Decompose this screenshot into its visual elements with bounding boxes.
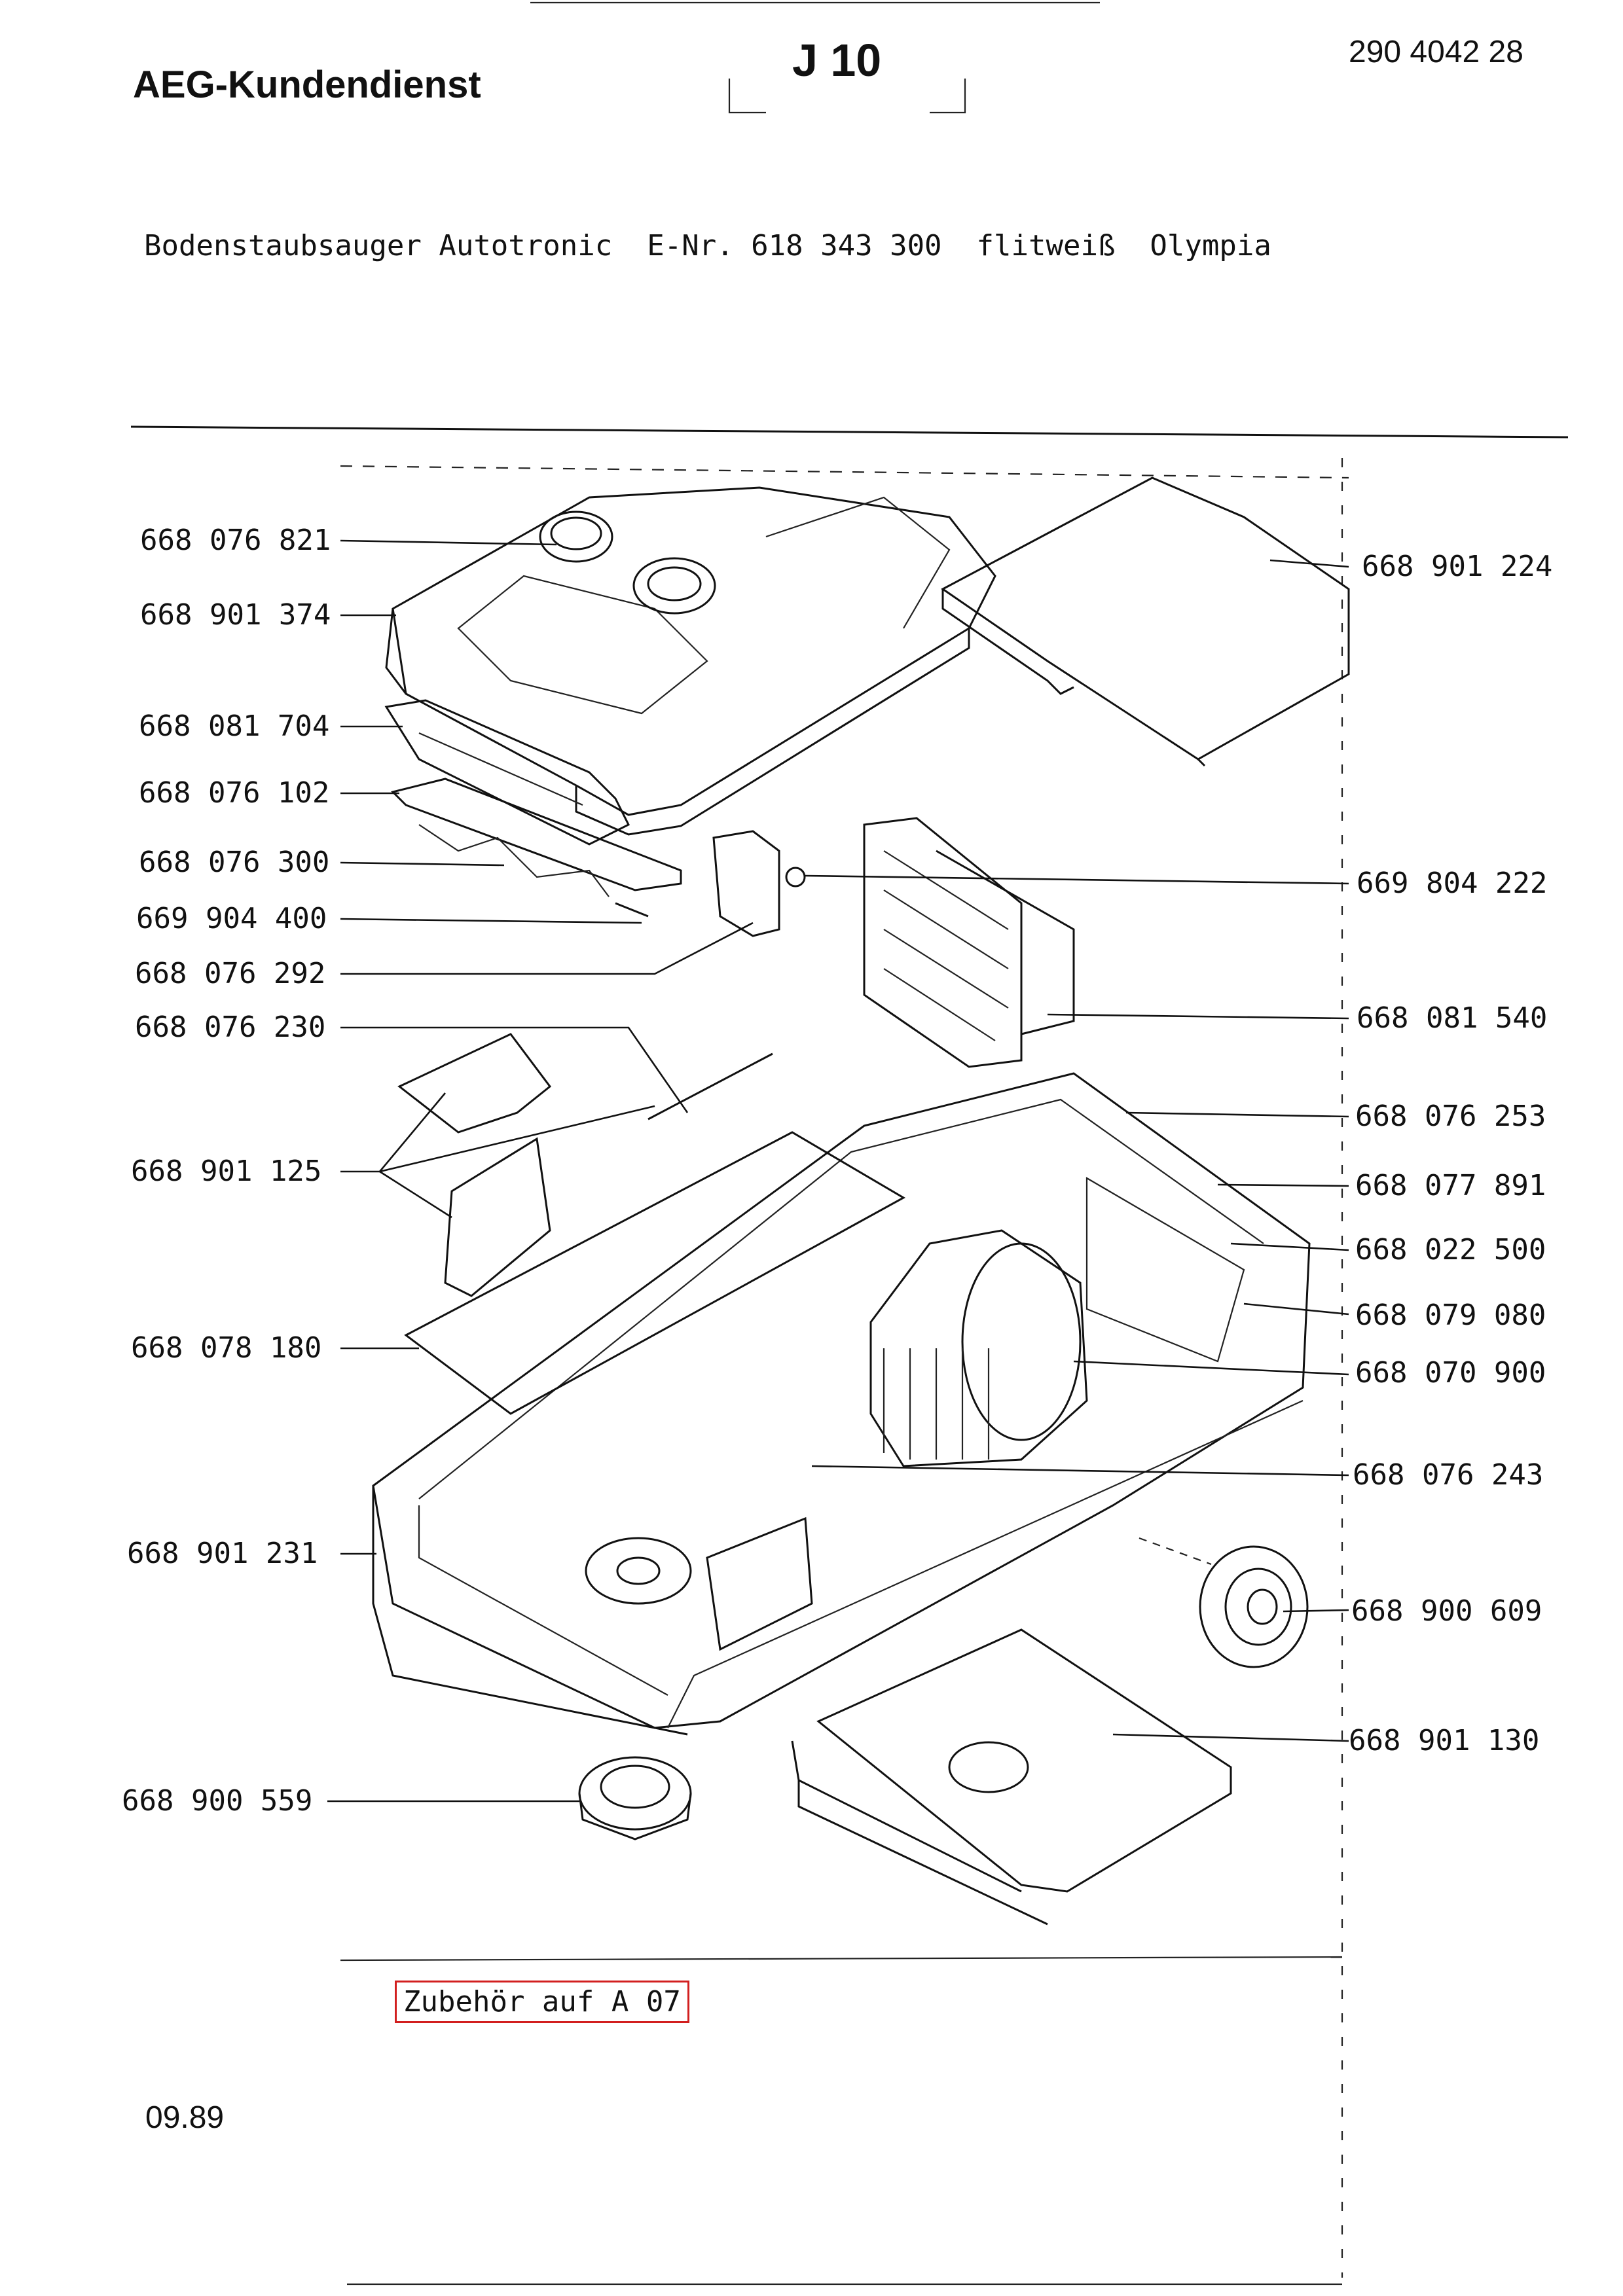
rod-drawing [647, 1052, 773, 1121]
main-housing-drawing [372, 1072, 1311, 1736]
part-number-label: 668 901 231 [127, 1537, 318, 1570]
part-number-label: 668 901 224 [1362, 550, 1553, 583]
hinged-flap-drawing [941, 476, 1350, 767]
part-number-label: 668 901 374 [140, 598, 331, 632]
leader-lines-left [327, 539, 754, 1803]
page-code-brackets [728, 79, 966, 114]
part-number-label: 668 077 891 [1355, 1169, 1546, 1202]
header-rule [130, 425, 1569, 439]
part-number-label: 668 076 230 [135, 1011, 326, 1044]
bracket-clip-drawing [712, 830, 806, 937]
accessory-reference-note[interactable]: Zubehör auf A 07 [395, 1981, 689, 2023]
rear-wheel-drawing [1139, 1537, 1309, 1668]
part-number-label: 668 078 180 [131, 1331, 322, 1365]
drawing-bottom-rule [340, 1956, 1343, 1962]
dust-bag-drawing [791, 1628, 1232, 1926]
part-number-label: 668 076 243 [1353, 1458, 1544, 1492]
part-number-label: 669 904 400 [136, 902, 327, 935]
page-code: J 10 [792, 35, 882, 86]
motor-drawing [869, 1229, 1088, 1467]
handle-grip-drawing [384, 699, 682, 918]
hanger-parts-drawing [397, 1033, 552, 1297]
filter-frame-drawing [863, 817, 1075, 1068]
part-number-label: 668 079 080 [1355, 1299, 1546, 1332]
part-number-label: 669 804 222 [1357, 867, 1548, 900]
part-number-label: 668 901 130 [1349, 1724, 1540, 1757]
part-number-label: 668 900 559 [122, 1784, 313, 1818]
part-number-label: 668 076 821 [140, 524, 331, 557]
leader-lines-right [805, 559, 1349, 1742]
part-number-label: 668 076 300 [139, 846, 330, 879]
part-number-label: 668 081 704 [139, 709, 330, 743]
part-number-label: 668 076 292 [135, 957, 326, 990]
document-number: 290 4042 28 [1349, 35, 1523, 69]
swivel-castor-drawing [578, 1537, 692, 1840]
part-number-label: 668 070 900 [1355, 1356, 1546, 1390]
part-number-label: 668 900 609 [1351, 1594, 1542, 1628]
part-number-label: 668 081 540 [1357, 1001, 1548, 1035]
part-number-label: 668 076 253 [1355, 1100, 1546, 1133]
top-guide-line [340, 465, 1349, 479]
revision-date: 09.89 [145, 2100, 225, 2135]
part-number-label: 668 901 125 [131, 1155, 322, 1188]
product-description: Bodenstaubsauger Autotronic E-Nr. 618 34… [144, 229, 1271, 262]
top-cover-drawing [385, 486, 996, 836]
part-number-label: 668 076 102 [139, 776, 330, 810]
part-number-label: 668 022 500 [1355, 1233, 1546, 1266]
brand-title: AEG-Kundendienst [133, 63, 481, 106]
